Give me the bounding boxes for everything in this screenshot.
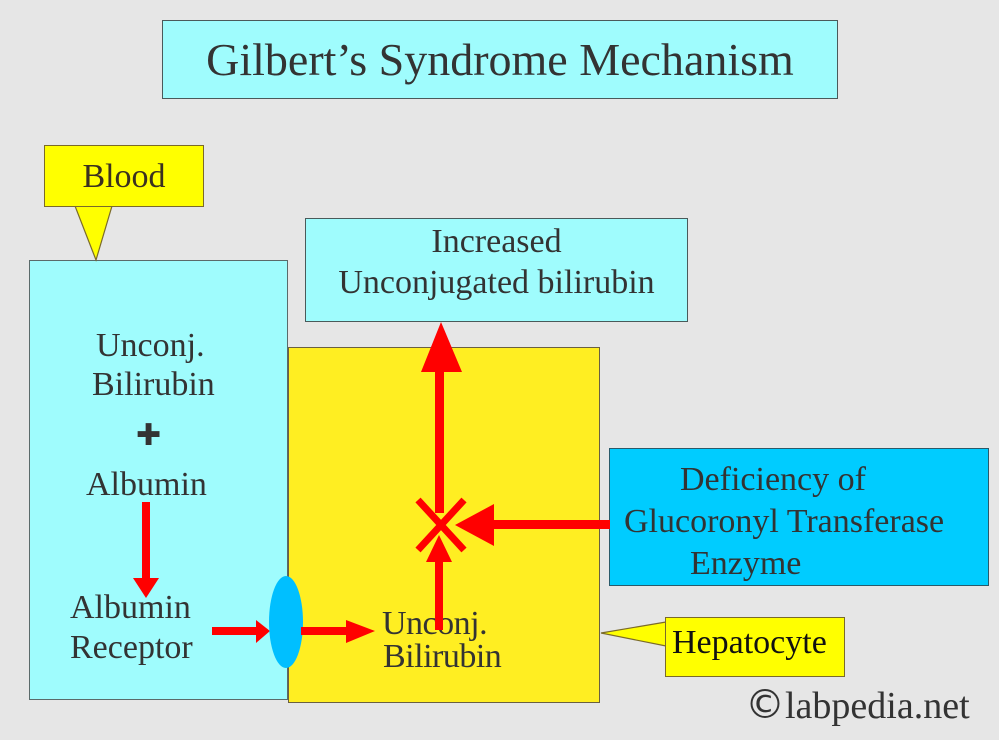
hepatocyte-callout-label: Hepatocyte <box>672 624 827 661</box>
result-line2: Unconjugated bilirubin <box>338 264 655 301</box>
blood-callout-label: Blood <box>82 158 166 195</box>
albumin-to-receptor-arrow <box>133 502 159 598</box>
enzyme-line3: Enzyme <box>690 545 802 582</box>
enzyme-line2: Glucoronyl Transferase <box>624 503 945 540</box>
albumin-receptor-icon <box>269 576 303 668</box>
enzyme-deficiency-box: Deficiency of Glucoronyl Transferase Enz… <box>609 448 989 586</box>
result-box: Increased Unconjugated bilirubin <box>305 218 688 322</box>
watermark-text: labpedia.net <box>785 685 970 727</box>
increase-up-arrow <box>421 322 462 513</box>
plus-icon: ✚ <box>136 418 162 453</box>
bilirubin-up-arrow <box>426 535 452 630</box>
hep-unconj-line1: Unconj. <box>382 605 488 642</box>
blocked-conjugation-x-icon <box>415 497 467 553</box>
enzyme-line1: Deficiency of <box>680 461 866 498</box>
enzyme-deficiency-arrow <box>455 504 610 546</box>
receptor-input-arrow <box>212 620 270 643</box>
copyright-icon: © <box>745 682 785 728</box>
blood-unconj-line1: Unconj. <box>96 327 205 364</box>
diagram-title: Gilbert’s Syndrome Mechanism <box>206 34 794 85</box>
hep-unconj-line2: Bilirubin <box>383 638 502 675</box>
blood-compartment: Unconj. Bilirubin ✚ Albumin Albumin Rece… <box>29 260 288 700</box>
title-box: Gilbert’s Syndrome Mechanism <box>162 20 838 99</box>
receptor-line2: Receptor <box>70 629 193 666</box>
blood-callout: Blood <box>44 145 204 207</box>
result-line1: Increased <box>431 223 562 260</box>
hepatocyte-callout-pointer <box>600 621 667 647</box>
hepatocyte-callout: Hepatocyte <box>665 617 845 677</box>
watermark: ©labpedia.net <box>745 685 970 725</box>
receptor-line1: Albumin <box>70 589 191 626</box>
receptor-to-hepatocyte-arrow <box>301 620 375 643</box>
blood-callout-pointer <box>74 205 113 262</box>
blood-albumin: Albumin <box>86 466 207 503</box>
blood-unconj-line2: Bilirubin <box>92 366 215 403</box>
